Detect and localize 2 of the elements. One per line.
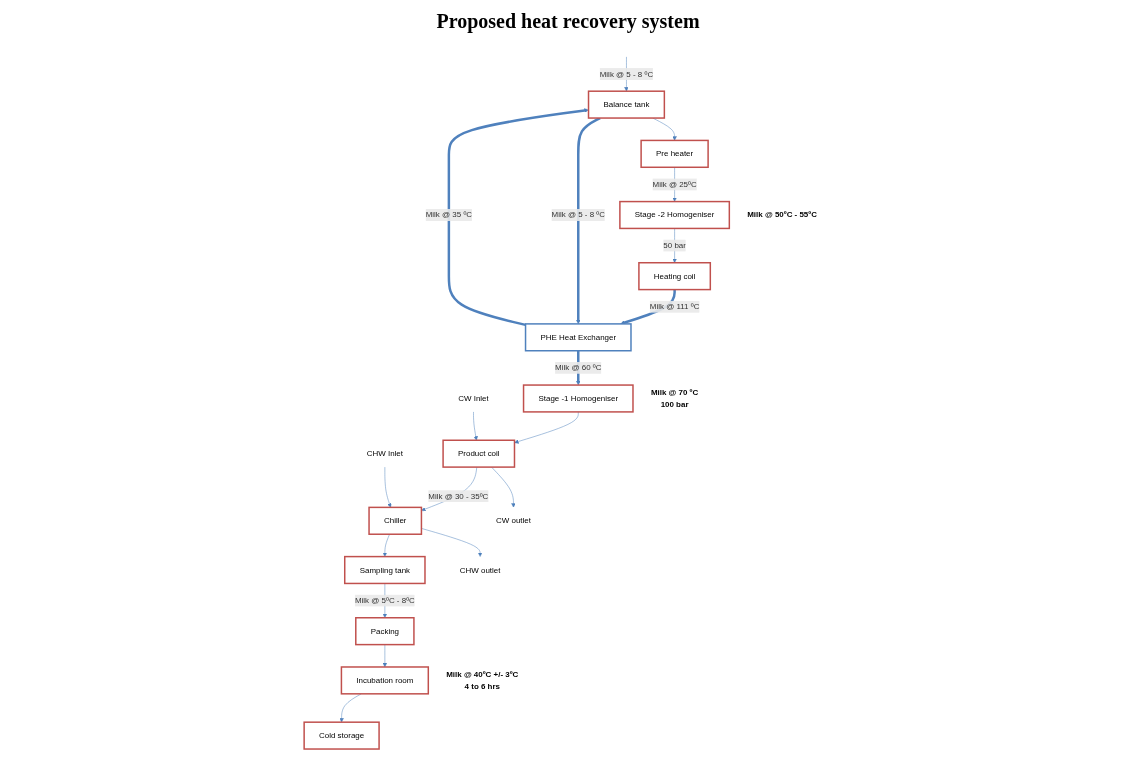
arrow [447, 108, 589, 327]
diagram-title: Proposed heat recovery system [436, 10, 700, 33]
